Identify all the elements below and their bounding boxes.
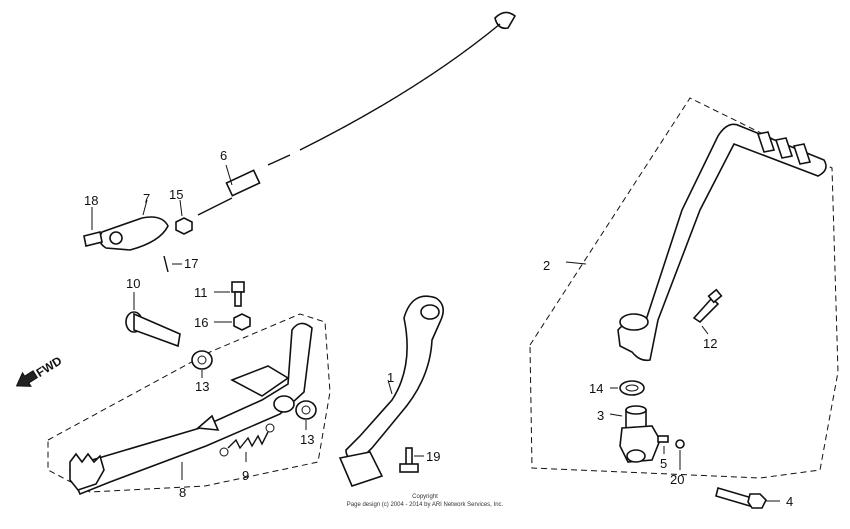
callout-13-right: 13 [300,432,314,447]
brake-pedal-part[interactable] [68,322,313,496]
bushing-part[interactable] [191,350,213,378]
callout-15: 15 [169,187,183,202]
bolt-part[interactable] [214,281,245,307]
pin-part[interactable] [83,207,103,247]
kick-starter-group-outline [529,97,839,479]
forward-arrow: FWD [15,353,65,387]
callout-18: 18 [84,193,98,208]
nut-part[interactable] [175,199,193,235]
return-spring-part[interactable] [219,423,275,462]
callout-7: 7 [143,191,150,206]
callout-2: 2 [543,258,550,273]
shift-bolt-part[interactable] [399,447,424,473]
callout-13-left: 13 [195,379,209,394]
kick-starter-arm-part[interactable] [565,123,827,362]
callout-17: 17 [184,256,198,271]
pivot-bolt-part[interactable] [125,292,181,348]
nut-part-16[interactable] [214,313,251,331]
brake-cable-part[interactable] [197,11,517,216]
callout-16: 16 [194,315,208,330]
cotter-pin-part[interactable] [163,255,182,273]
callout-10: 10 [126,276,140,291]
callout-12: 12 [703,336,717,351]
copyright-line-1: Copyright [412,494,438,500]
forward-arrow-icon [15,370,39,387]
callout-5: 5 [660,456,667,471]
copyright-line-2: Page design (c) 2004 - 2014 by ARI Netwo… [347,502,504,508]
brake-pedal-group-outline [47,313,331,493]
brake-arm-part[interactable] [98,199,169,251]
shift-pedal-part[interactable] [338,295,444,487]
callout-8: 8 [179,485,186,500]
kick-shaft-part[interactable] [609,405,661,463]
callout-1: 1 [387,370,394,385]
callout-9: 9 [242,468,249,483]
clip-part[interactable] [675,439,685,470]
callout-14: 14 [589,381,603,396]
callout-19: 19 [426,449,440,464]
callout-3: 3 [597,408,604,423]
callout-11: 11 [194,285,208,300]
forward-label: FWD [34,353,65,380]
kick-pin-part[interactable] [657,435,669,454]
callout-4: 4 [786,494,793,509]
kick-bolt-part[interactable] [692,288,723,335]
callout-20: 20 [670,472,684,487]
callout-6: 6 [220,148,227,163]
kick-bolt-4-part[interactable] [715,486,780,509]
washer-part[interactable] [610,380,645,396]
bushing-part-2[interactable] [295,400,317,430]
